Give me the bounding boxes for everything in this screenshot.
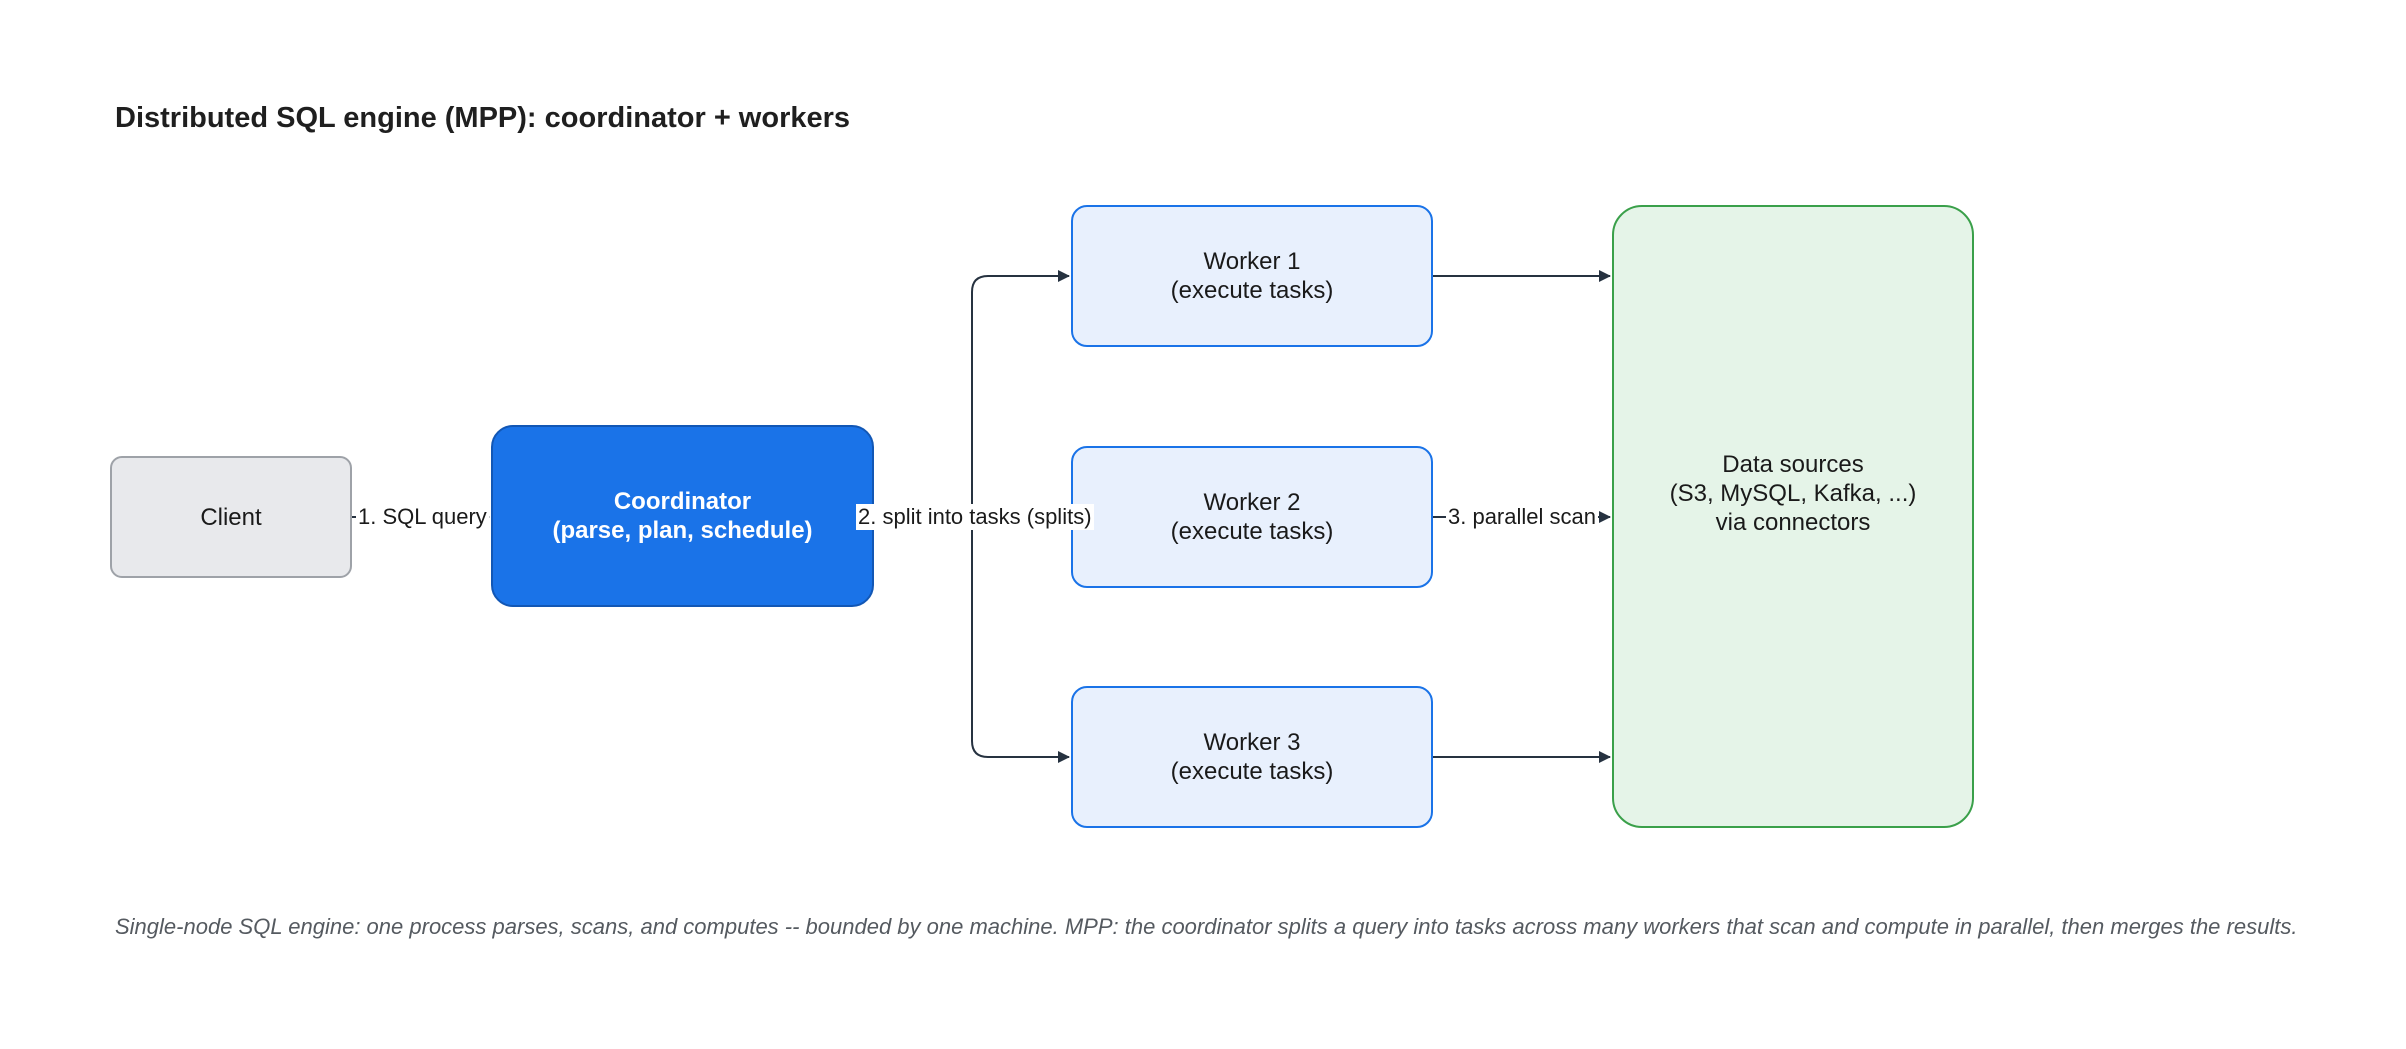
data-sources-label: Data sources: [1722, 451, 1864, 478]
worker-3-label: Worker 3: [1203, 729, 1301, 756]
diagram-title: Distributed SQL engine (MPP): coordinato…: [115, 102, 851, 134]
worker-3-sublabel: (execute tasks): [1170, 758, 1334, 785]
edge-coordinator-worker3: [874, 516, 1070, 763]
coordinator-sublabel: (parse, plan, schedule): [552, 517, 813, 544]
worker-1-sublabel: (execute tasks): [1170, 277, 1334, 304]
edge-label-parallel-scan: 3. parallel scan: [1446, 504, 1598, 530]
footnote: Single-node SQL engine: one process pars…: [115, 914, 2298, 939]
coordinator-label: Coordinator: [613, 488, 752, 515]
worker-1-node[interactable]: Worker 1 (execute tasks): [1071, 205, 1433, 347]
worker-1-label: Worker 1: [1203, 248, 1301, 275]
client-node[interactable]: Client: [110, 456, 352, 578]
edge-label-sql-query: 1. SQL query: [356, 504, 489, 530]
worker-2-node[interactable]: Worker 2 (execute tasks): [1071, 446, 1433, 588]
data-sources-connectors: via connectors: [1715, 509, 1871, 536]
data-sources-node[interactable]: Data sources (S3, MySQL, Kafka, ...) via…: [1612, 205, 1974, 828]
edge-coordinator-worker1: [874, 270, 1070, 518]
worker-2-label: Worker 2: [1203, 489, 1301, 516]
edge-label-split-tasks: 2. split into tasks (splits): [856, 504, 1094, 530]
worker-2-sublabel: (execute tasks): [1170, 518, 1334, 545]
data-sources-list: (S3, MySQL, Kafka, ...): [1669, 480, 1917, 507]
worker-3-node[interactable]: Worker 3 (execute tasks): [1071, 686, 1433, 828]
coordinator-node[interactable]: Coordinator (parse, plan, schedule): [491, 425, 874, 607]
client-label: Client: [200, 503, 262, 531]
